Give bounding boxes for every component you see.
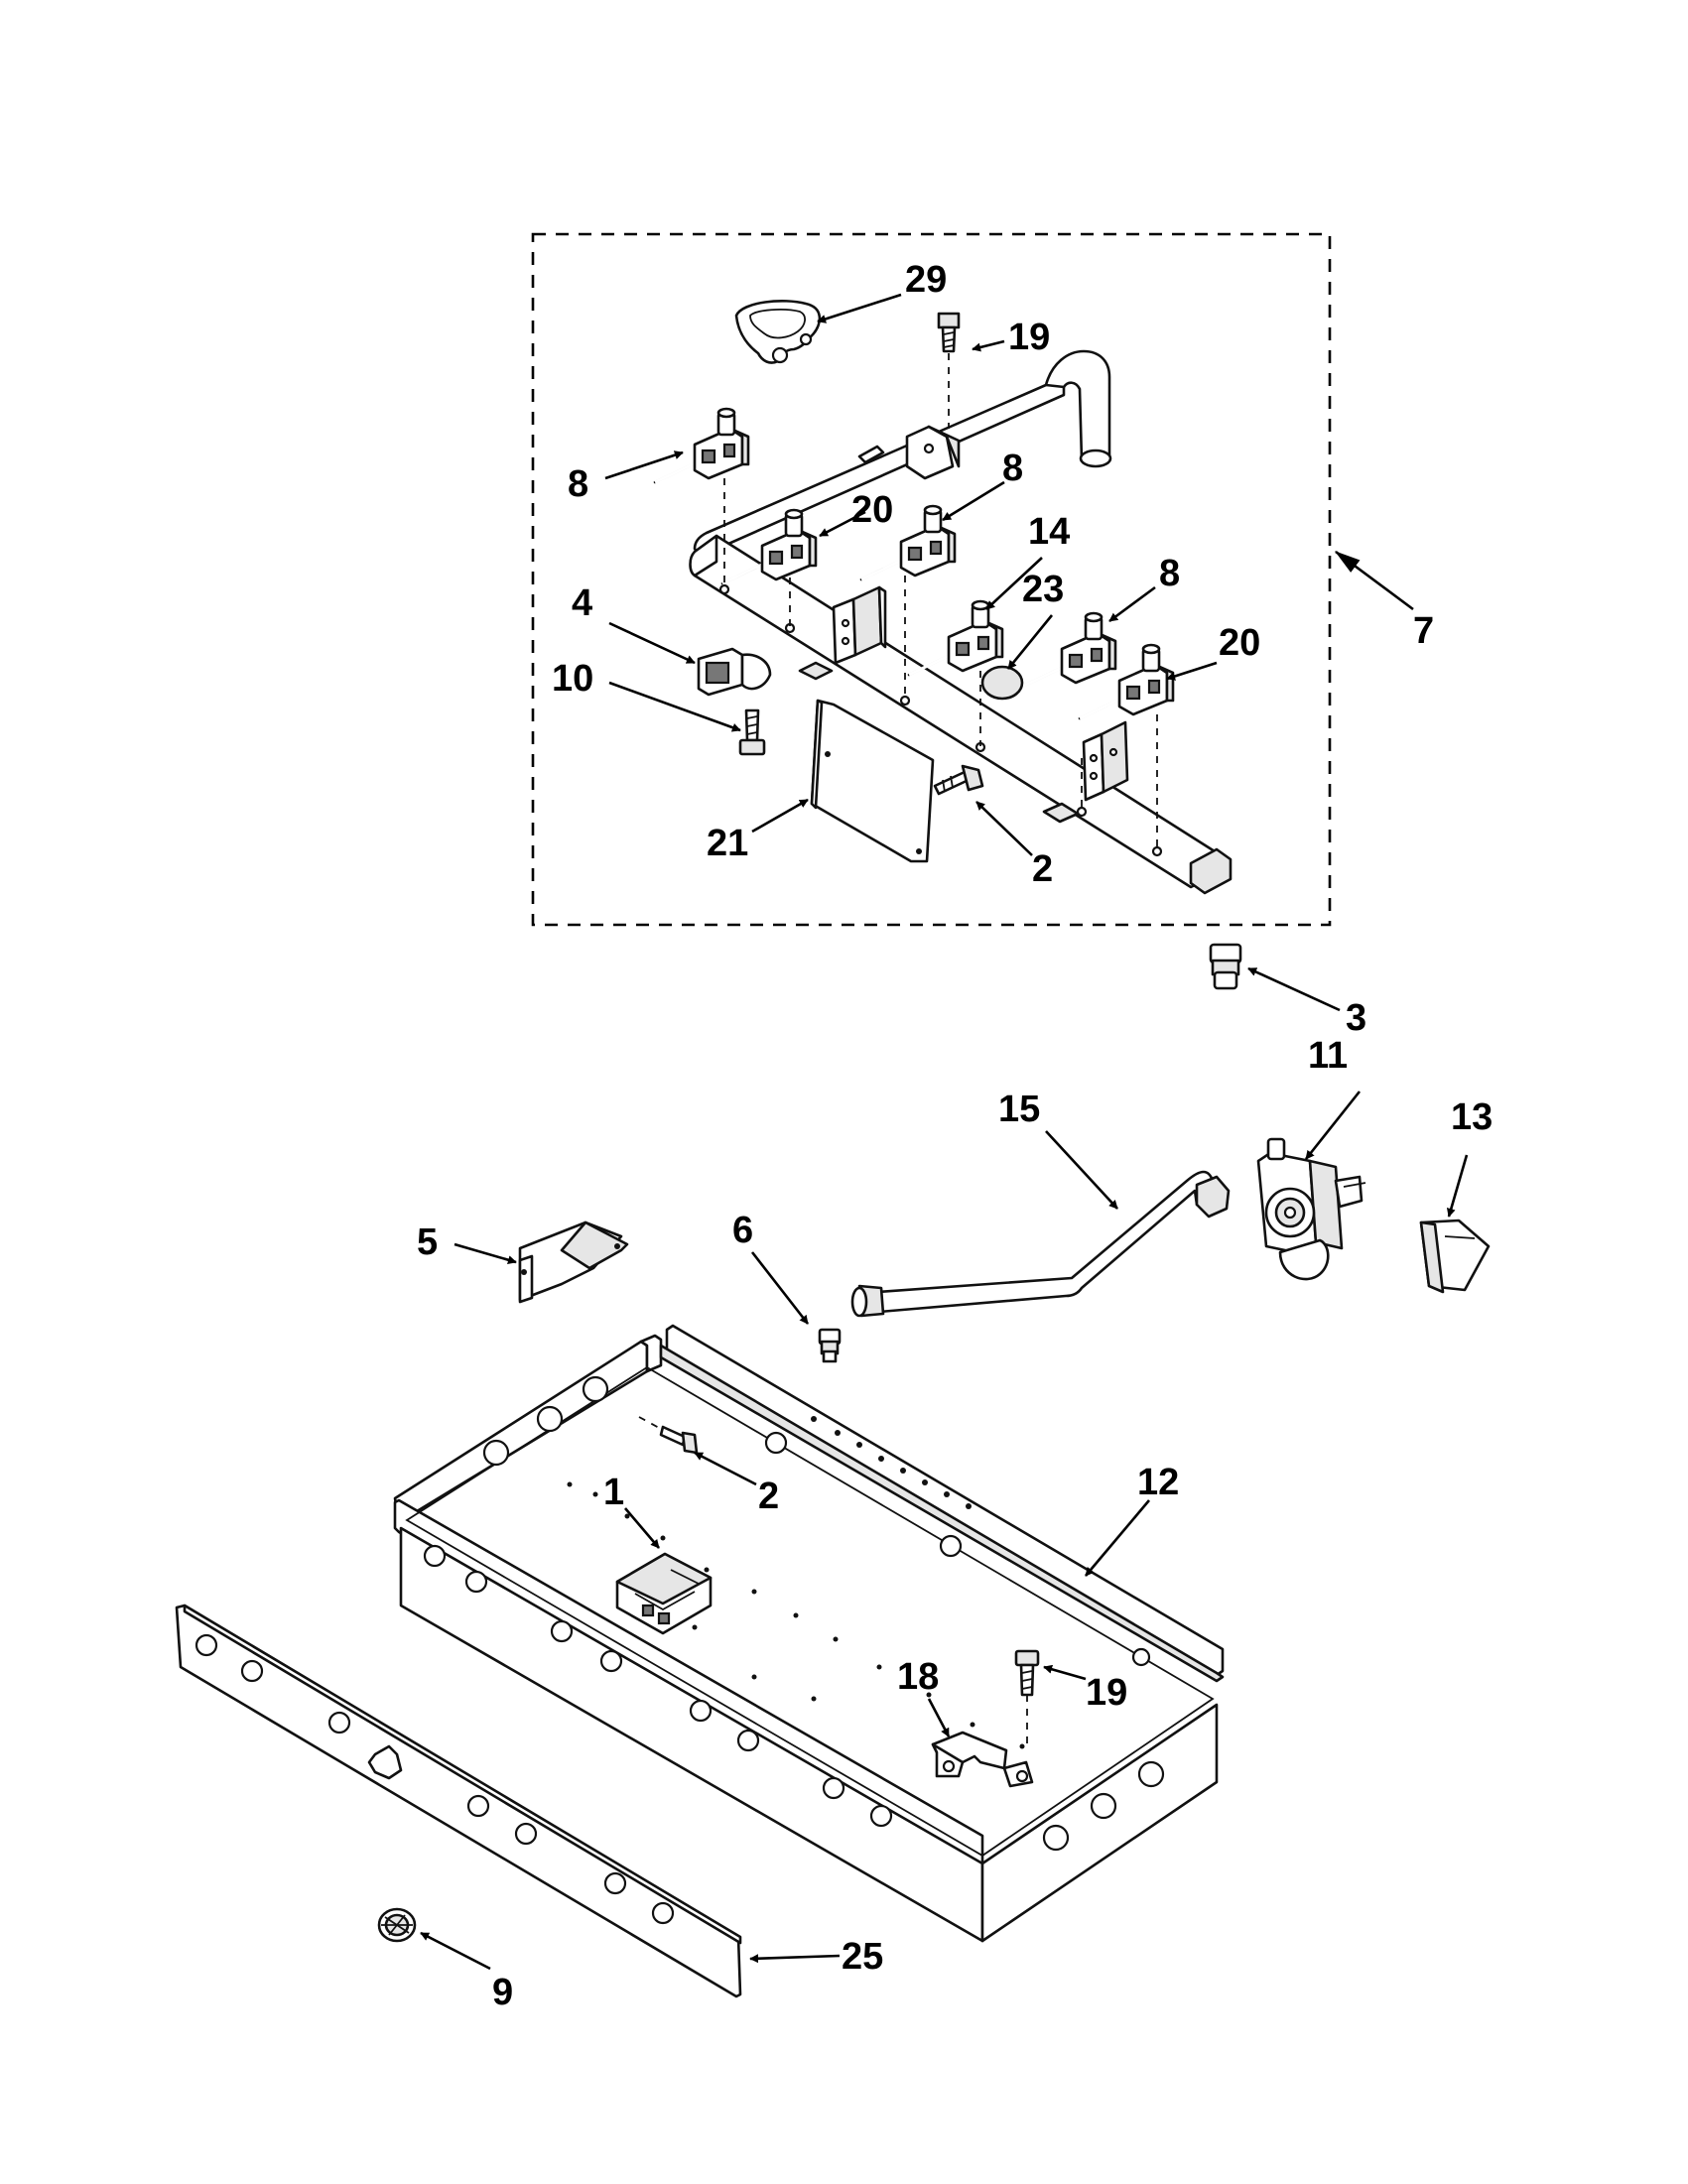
- callout-13: 13: [1451, 1096, 1493, 1138]
- valve-20-left: [720, 508, 818, 585]
- callout-6: 6: [732, 1210, 753, 1251]
- valve-guide-lines: [723, 353, 1158, 849]
- screw-2-bottom: [638, 1416, 699, 1455]
- screw-2-top: [933, 764, 984, 796]
- callout-15: 15: [998, 1089, 1040, 1130]
- screw-19-top: [937, 312, 961, 353]
- bracket-5: [518, 1220, 629, 1304]
- orifice-disk-23: [980, 665, 1024, 701]
- callout-29: 29: [905, 259, 947, 301]
- valve-8-right: [1020, 611, 1117, 689]
- callout-19-bottom: 19: [1086, 1672, 1127, 1714]
- panel-21: [810, 699, 935, 863]
- burner-box-12: [393, 1324, 1225, 1943]
- callout-25: 25: [842, 1936, 883, 1978]
- callout-3: 3: [1346, 997, 1366, 1039]
- support-bracket-left: [832, 585, 887, 665]
- callout-2-top: 2: [1032, 848, 1053, 890]
- screw-10: [738, 708, 766, 756]
- fitting-6: [818, 1328, 842, 1363]
- knob-bezel-9: [377, 1907, 417, 1943]
- callout-14: 14: [1028, 511, 1070, 553]
- callout-8-mid: 8: [1002, 448, 1023, 489]
- callout-21: 21: [707, 823, 748, 864]
- screw-19-bottom: [1014, 1649, 1040, 1744]
- manifold-pipe: [689, 349, 1233, 895]
- callout-23: 23: [1022, 569, 1064, 610]
- pipe-bracket-top: [905, 425, 961, 480]
- callout-12: 12: [1137, 1462, 1179, 1503]
- callout-20-right: 20: [1219, 622, 1260, 664]
- callout-10: 10: [552, 658, 593, 700]
- callout-9: 9: [492, 1972, 513, 2013]
- clip-4: [697, 647, 772, 697]
- callout-8-left: 8: [568, 463, 588, 505]
- callout-19-top: 19: [1008, 317, 1050, 358]
- gas-tube-15: [850, 1170, 1231, 1318]
- support-bracket-right: [1082, 720, 1129, 802]
- valve-20-right: [1078, 643, 1175, 720]
- callout-2-bottom: 2: [758, 1476, 779, 1517]
- valve-14: [907, 599, 1004, 677]
- callout-11: 11: [1308, 1035, 1348, 1077]
- valve-8-mid: [859, 504, 957, 581]
- callout-1: 1: [603, 1472, 624, 1513]
- leader-lines: [420, 293, 1469, 1971]
- fitting-3: [1209, 943, 1242, 990]
- trim-strip-25: [175, 1604, 742, 1998]
- callout-7: 7: [1413, 610, 1434, 652]
- ignition-module-1: [615, 1552, 713, 1635]
- callout-18: 18: [897, 1656, 939, 1698]
- callout-20-left: 20: [851, 489, 893, 531]
- callout-4: 4: [572, 582, 592, 624]
- regulator-11: [1256, 1137, 1366, 1281]
- bracket-13: [1419, 1219, 1491, 1294]
- callout-5: 5: [417, 1221, 438, 1263]
- callout-labels: 29 19 8 8 20 14 23 8 20 7 4 10 21 2 3 11…: [417, 259, 1493, 2013]
- callout-8-right: 8: [1159, 553, 1180, 594]
- bracket-18: [931, 1731, 1034, 1788]
- manifold-assembly-boundary: [531, 232, 1332, 927]
- gasket-29: [734, 300, 822, 364]
- valve-8-top-left: [653, 407, 750, 484]
